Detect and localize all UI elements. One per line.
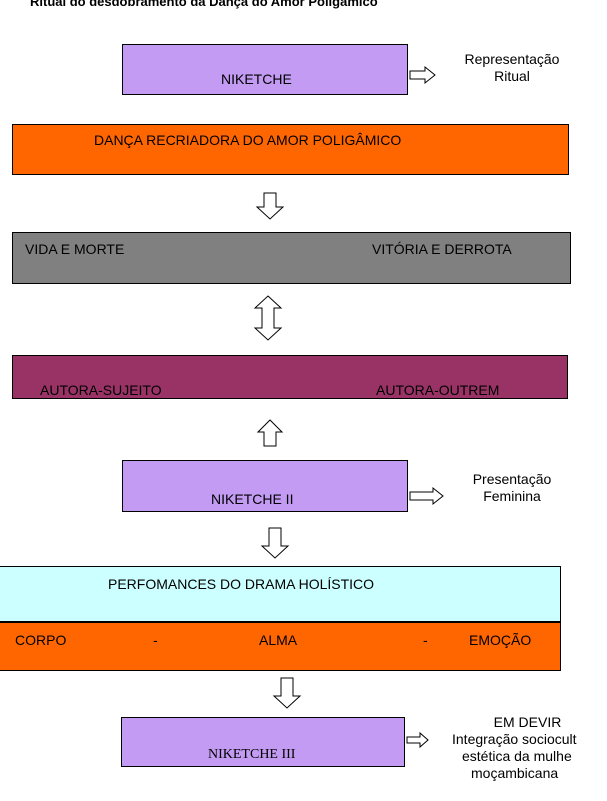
niketche3-side-line4: moçambicana <box>471 765 559 781</box>
niketche-side-note: Representação Ritual <box>440 51 584 85</box>
niketche2-box <box>122 460 408 512</box>
niketche3-side-note: EM DEVIR Integração sociocult estética d… <box>448 714 607 782</box>
niketche3-side-line1: EM DEVIR <box>493 714 562 730</box>
niketche3-side-line3: estética da mulhe <box>462 748 572 764</box>
niketche2-side-line1: Presentação <box>472 471 552 487</box>
autora-left-label: AUTORA-SUJEITO <box>40 382 162 398</box>
vida-box <box>12 232 571 284</box>
perfomances-box <box>0 566 561 622</box>
up-down-arrow-icon <box>253 295 283 341</box>
right-arrow-icon <box>409 65 436 85</box>
niketche3-box <box>121 717 405 767</box>
up-arrow-icon <box>256 419 284 447</box>
niketche2-side-line2: Feminina <box>483 488 541 504</box>
autora-box <box>12 355 568 399</box>
niketche-label: NIKETCHE <box>221 71 292 87</box>
corpo-box <box>0 622 561 671</box>
emocao-label: EMOÇÃO <box>469 632 532 648</box>
niketche-box <box>122 44 408 95</box>
niketche2-side-note: Presentação Feminina <box>446 471 578 505</box>
alma-label: ALMA <box>259 632 298 648</box>
right-arrow-icon <box>409 486 444 506</box>
perfomances-label: PERFOMANCES DO DRAMA HOLÍSTICO <box>108 576 375 592</box>
niketche2-label: NIKETCHE II <box>211 491 294 507</box>
down-arrow-icon <box>255 192 285 220</box>
niketche-side-line2: Ritual <box>494 68 530 84</box>
niketche-side-line1: Representação <box>464 51 560 67</box>
down-arrow-icon <box>260 527 290 559</box>
dash-separator: - <box>423 632 428 648</box>
diagram-title: Ritual do desdobramento da Dança do Amor… <box>30 0 378 9</box>
vida-left-label: VIDA E MORTE <box>25 241 125 257</box>
vida-right-label: VITÓRIA E DERROTA <box>372 241 512 257</box>
right-arrow-icon <box>406 731 429 749</box>
down-arrow-icon <box>272 677 302 709</box>
niketche3-label: NIKETCHE III <box>208 747 296 762</box>
corpo-label: CORPO <box>15 632 67 648</box>
danca-label: DANÇA RECRIADORA DO AMOR POLIGÂMICO <box>94 132 402 148</box>
danca-box <box>12 124 569 175</box>
autora-right-label: AUTORA-OUTREM <box>376 382 500 398</box>
niketche3-side-line2: Integração sociocult <box>452 731 577 747</box>
dash-separator: - <box>153 632 158 648</box>
